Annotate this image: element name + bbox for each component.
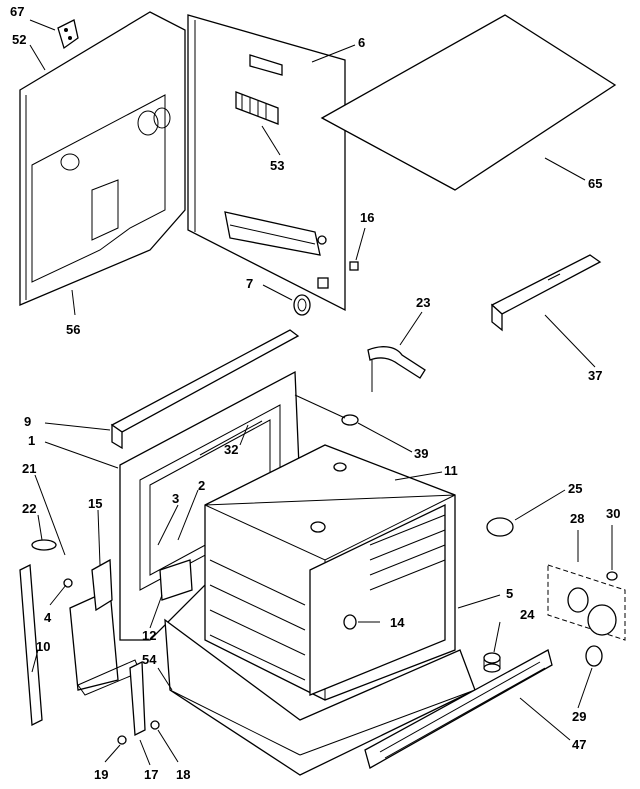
callout-6: 6 — [358, 35, 365, 50]
callout-5: 5 — [506, 586, 513, 601]
callout-labels: 67 52 6 53 65 16 7 56 23 37 9 1 39 32 11… — [10, 4, 620, 782]
sensor-39 — [294, 394, 359, 426]
light-lens-25 — [486, 517, 514, 537]
callout-12: 12 — [142, 628, 156, 643]
screw-19 — [117, 735, 127, 745]
callout-3: 3 — [172, 491, 179, 506]
knob-29 — [585, 645, 603, 667]
callout-1: 1 — [28, 433, 35, 448]
rear-panel — [187, 14, 346, 312]
callout-29: 29 — [572, 709, 586, 724]
callout-9: 9 — [24, 414, 31, 429]
bracket-67 — [57, 19, 79, 50]
callout-2: 2 — [198, 478, 205, 493]
callout-65: 65 — [588, 176, 602, 191]
clip-16 — [349, 261, 359, 271]
vent-47 — [364, 649, 553, 769]
tube-23 — [367, 346, 426, 379]
callout-25: 25 — [568, 481, 582, 496]
callout-10: 10 — [36, 639, 50, 654]
callout-56: 56 — [66, 322, 80, 337]
callout-24: 24 — [520, 607, 535, 622]
callout-18: 18 — [176, 767, 190, 782]
knob-30 — [606, 571, 618, 581]
callout-23: 23 — [416, 295, 430, 310]
callout-67: 67 — [10, 4, 24, 19]
callout-19: 19 — [94, 767, 108, 782]
callout-21: 21 — [22, 461, 36, 476]
callout-30: 30 — [606, 506, 620, 521]
callout-32: 32 — [224, 442, 238, 457]
leader-lines — [29, 19, 613, 766]
top-rail-9 — [110, 329, 300, 450]
callout-15: 15 — [88, 496, 102, 511]
callout-52: 52 — [12, 32, 26, 47]
screw-18 — [150, 720, 160, 730]
bracket-37 — [490, 254, 602, 332]
callout-11: 11 — [444, 463, 458, 478]
foot-24 — [483, 652, 501, 673]
callout-14: 14 — [390, 615, 405, 630]
callout-53: 53 — [270, 158, 284, 173]
oven-cavity — [204, 444, 456, 701]
callout-16: 16 — [360, 210, 374, 225]
spring-22 — [31, 539, 57, 551]
callout-54: 54 — [142, 652, 157, 667]
callout-22: 22 — [22, 501, 36, 516]
callout-37: 37 — [588, 368, 602, 383]
callout-47: 47 — [572, 737, 586, 752]
callout-7: 7 — [246, 276, 253, 291]
top-panel — [320, 14, 617, 191]
bushing-7 — [293, 294, 311, 316]
callout-17: 17 — [144, 767, 158, 782]
hinge-assembly — [69, 558, 193, 737]
left-side-panel — [19, 11, 186, 306]
side-rail-10 — [19, 563, 43, 727]
knob-assembly-28 — [547, 564, 626, 641]
callout-28: 28 — [570, 511, 584, 526]
callout-4: 4 — [44, 610, 52, 625]
callout-39: 39 — [414, 446, 428, 461]
